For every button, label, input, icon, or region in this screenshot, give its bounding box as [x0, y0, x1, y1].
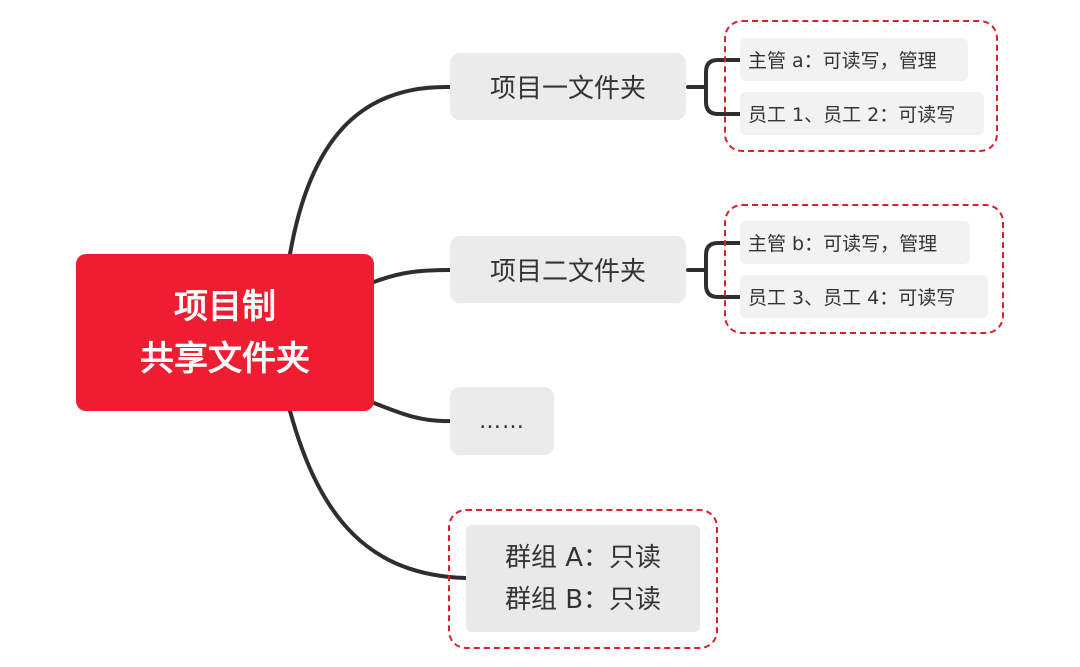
group-readonly-frame: [448, 509, 718, 649]
connector-branch-1: [288, 84, 452, 256]
root-title-line1: 项目制: [174, 286, 276, 327]
permission-text: 员工 3、员工 4：可读写: [748, 287, 956, 309]
group-readonly-node: 群组 A：只读 群组 B：只读: [466, 525, 700, 632]
permission-leaf: 主管 a：可读写，管理: [740, 38, 968, 81]
connector-branch-3: [372, 401, 452, 424]
bracket-branch-1: [686, 58, 742, 116]
group-a-text: 群组 A：只读: [504, 542, 662, 573]
connector-branch-2: [372, 268, 452, 284]
root-title-line2: 共享文件夹: [140, 338, 310, 379]
branch-project-2-folder: 项目二文件夹: [450, 236, 686, 303]
branch-project-1-folder: 项目一文件夹: [450, 53, 686, 120]
bracket-branch-2: [686, 241, 742, 299]
permission-leaf: 员工 1、员工 2：可读写: [740, 92, 984, 135]
root-node: 项目制 共享文件夹: [76, 254, 374, 411]
branch-label: 项目一文件夹: [489, 74, 646, 104]
branch-label: ……: [479, 408, 525, 434]
connector-groups: [288, 409, 468, 580]
permission-leaf: 主管 b：可读写，管理: [740, 221, 970, 264]
permission-text: 员工 1、员工 2：可读写: [748, 104, 956, 126]
branch-ellipsis: ……: [450, 387, 554, 455]
permission-leaf: 员工 3、员工 4：可读写: [740, 275, 988, 318]
permission-group-frame-2: [724, 204, 1004, 334]
permission-group-frame-1: [724, 20, 998, 152]
branch-label: 项目二文件夹: [489, 257, 646, 287]
permission-text: 主管 a：可读写，管理: [748, 50, 937, 72]
permission-text: 主管 b：可读写，管理: [748, 233, 938, 255]
group-b-text: 群组 B：只读: [504, 584, 662, 615]
